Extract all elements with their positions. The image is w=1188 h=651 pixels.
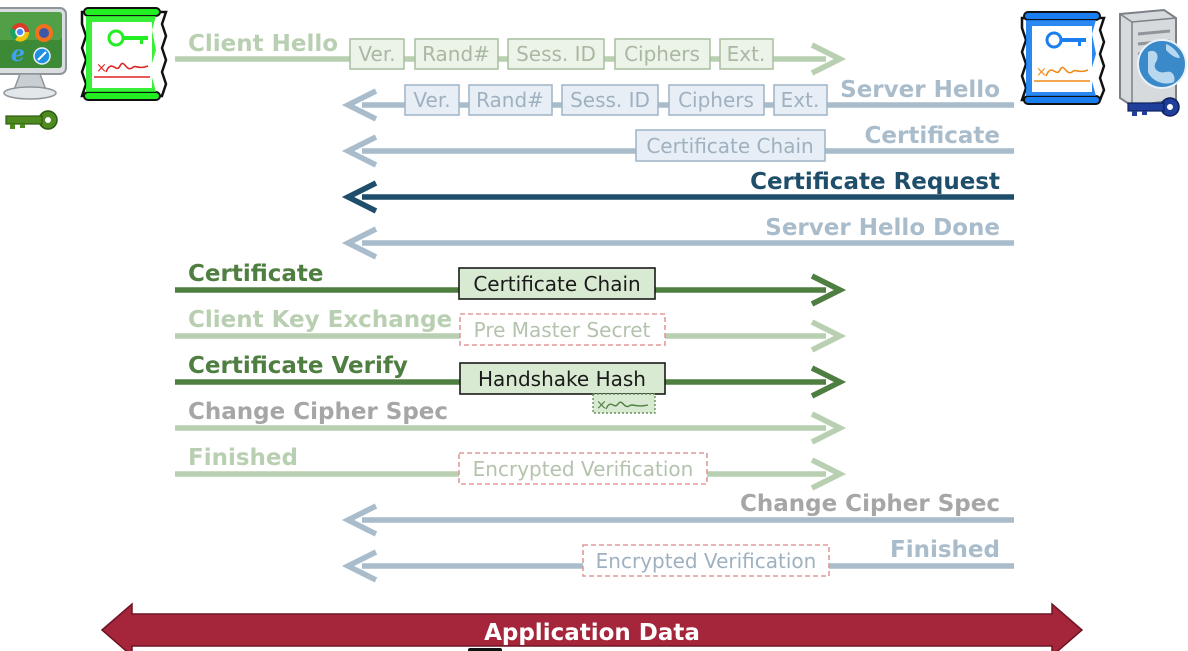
message-server-certificate: Certificate Certificate Chain <box>341 123 1014 168</box>
field-session-id: Sess. ID <box>516 42 596 66</box>
application-data-arrow: Application Data <box>100 602 1084 651</box>
svg-text:e: e <box>11 41 25 67</box>
server-private-key-icon <box>1127 97 1180 117</box>
encrypted-verification-box: Encrypted Verification <box>596 549 817 573</box>
pre-master-secret-box: Pre Master Secret <box>474 318 651 342</box>
message-label: Finished <box>188 445 298 471</box>
message-label: Client Hello <box>188 31 338 57</box>
message-label: Certificate Verify <box>188 353 408 379</box>
certificate-chain-box: Certificate Chain <box>646 134 813 158</box>
message-label: Change Cipher Spec <box>188 399 448 425</box>
field-random: Rand# <box>422 42 490 66</box>
message-label: Server Hello <box>840 77 1000 103</box>
field-version: Ver. <box>413 88 450 112</box>
server-globe-icon <box>1119 8 1187 108</box>
handshake-hash-box: Handshake Hash <box>478 367 646 391</box>
encrypted-verification-box: Encrypted Verification <box>473 457 694 481</box>
message-client-finished: Finished Encrypted Verification <box>175 445 847 491</box>
message-certificate-verify: Certificate Verify Handshake Hash × <box>175 353 847 414</box>
message-label: Certificate Request <box>750 169 1000 195</box>
svg-text:×: × <box>596 398 607 413</box>
message-label: Change Cipher Spec <box>740 491 1000 517</box>
field-version: Ver. <box>358 42 395 66</box>
field-random: Rand# <box>476 88 544 112</box>
message-label: Certificate <box>188 261 324 287</box>
message-server-hello: Server Hello Ver. Rand# Sess. ID Ciphers… <box>341 77 1014 122</box>
message-label: Server Hello Done <box>765 215 1000 241</box>
client-certificate-icon: × <box>80 7 168 101</box>
message-certificate-request: Certificate Request <box>341 169 1014 214</box>
message-server-hello-done: Server Hello Done <box>341 215 1014 260</box>
server-certificate-icon: × <box>1020 11 1106 105</box>
computer-browsers-icon: e <box>0 7 67 100</box>
svg-text:×: × <box>96 61 107 76</box>
message-server-finished: Finished Encrypted Verification <box>341 537 1014 583</box>
message-client-key-exchange: Client Key Exchange Pre Master Secret <box>175 307 847 353</box>
field-ciphers: Ciphers <box>678 88 754 112</box>
svg-text:×: × <box>1036 65 1047 80</box>
field-session-id: Sess. ID <box>570 88 650 112</box>
message-client-certificate: Certificate Certificate Chain <box>175 261 847 307</box>
client-private-key-icon <box>5 110 58 130</box>
signature-icon: × <box>592 393 656 414</box>
field-extensions: Ext. <box>727 42 766 66</box>
message-server-change-cipher-spec: Change Cipher Spec <box>341 491 1014 537</box>
message-label: Finished <box>890 537 1000 563</box>
message-client-hello: Client Hello Ver. Rand# Sess. ID Ciphers… <box>175 31 847 76</box>
certificate-chain-box: Certificate Chain <box>473 272 640 296</box>
application-data-label: Application Data <box>484 620 700 646</box>
message-label: Certificate <box>865 123 1001 149</box>
field-extensions: Ext. <box>781 88 820 112</box>
field-ciphers: Ciphers <box>624 42 700 66</box>
message-client-change-cipher-spec: Change Cipher Spec <box>175 399 847 445</box>
message-label: Client Key Exchange <box>188 307 452 333</box>
